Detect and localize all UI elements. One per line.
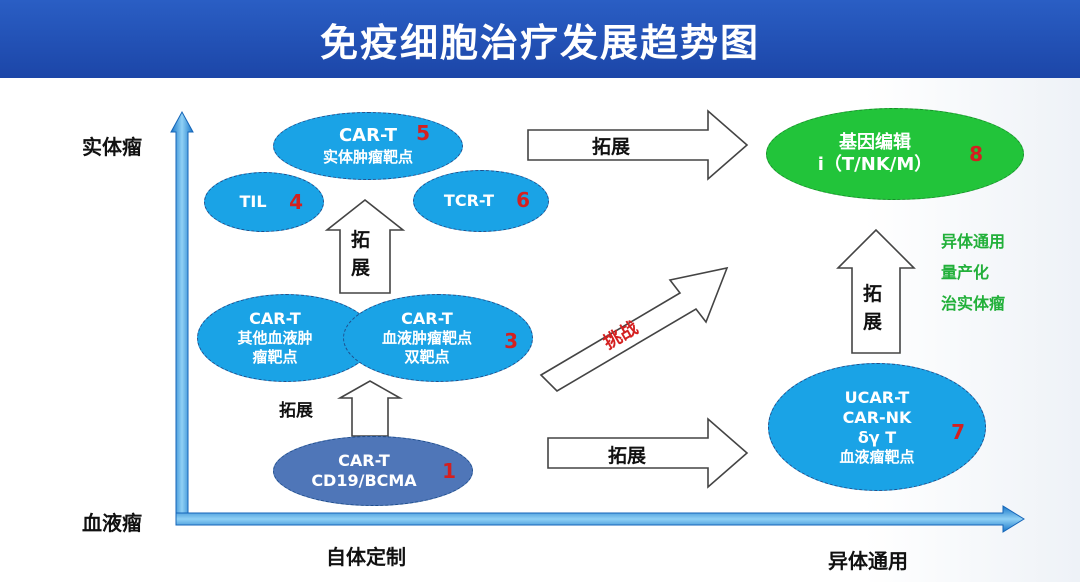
node-4-til: TIL 4 xyxy=(204,172,324,232)
node-7-line-4: 血液瘤靶点 xyxy=(839,447,915,466)
node-7-number: 7 xyxy=(951,420,965,444)
node-1-line-2: CD19/BCMA xyxy=(311,471,417,490)
node-2-line-3: 瘤靶点 xyxy=(252,348,298,366)
node-5-number: 5 xyxy=(416,121,430,145)
node-8-line-2: i（T/NK/M） xyxy=(817,154,933,175)
node-6-tcr-t: TCR-T 6 xyxy=(413,170,549,232)
arrow-4-up xyxy=(324,198,406,294)
node-2-line-2: 其他血液肿 xyxy=(237,329,313,348)
y-axis-bottom-label: 血液瘤 xyxy=(82,511,142,535)
title-bar: 免疫细胞治疗发展趋势图 xyxy=(0,0,1080,78)
node-8-number: 8 xyxy=(969,142,983,166)
arrow-4-up-label: 拓 展 xyxy=(351,226,370,282)
node-4-line-1: TIL xyxy=(239,192,267,211)
x-axis-left-label: 自体定制 xyxy=(326,545,406,569)
node-7-allogeneic: UCAR-T CAR-NK δγ T 血液瘤靶点 7 xyxy=(768,363,986,491)
node-3-car-t-dual-target: CAR-T 血液肿瘤靶点 双靶点 3 xyxy=(343,294,533,382)
arrow-1-to-7 xyxy=(547,417,749,489)
arrow-challenge xyxy=(539,266,729,393)
y-axis-top-label: 实体瘤 xyxy=(82,135,142,159)
node-1-number: 1 xyxy=(442,459,456,483)
node-8-gene-editing: 基因编辑 i（T/NK/M） 8 xyxy=(766,108,1024,200)
arrow-1-up-label: 拓展 xyxy=(279,401,313,421)
node-5-line-2: 实体肿瘤靶点 xyxy=(322,147,413,166)
node-7-line-1: UCAR-T xyxy=(844,387,910,407)
arrow-4-up-label-char-2: 展 xyxy=(351,257,371,279)
arrow-5-to-8 xyxy=(527,109,749,181)
note-line-3: 治实体瘤 xyxy=(941,294,1006,313)
page-title: 免疫细胞治疗发展趋势图 xyxy=(319,20,760,65)
node-3-line-3: 双靶点 xyxy=(404,348,450,366)
arrow-1-to-7-label: 拓展 xyxy=(608,445,647,467)
node-8-line-1: 基因编辑 xyxy=(839,131,911,153)
arrow-7-to-8-label: 拓 展 xyxy=(863,280,882,336)
x-axis-right-label: 异体通用 xyxy=(828,549,908,573)
node-5-car-t-solid: CAR-T 实体肿瘤靶点 5 xyxy=(273,112,463,180)
node-5-line-1: CAR-T xyxy=(338,125,398,147)
arrow-1-up xyxy=(336,380,404,437)
x-axis-arrow xyxy=(175,505,1025,533)
node-3-number: 3 xyxy=(504,329,518,353)
node-7-line-2: CAR-NK xyxy=(842,407,912,427)
arrow-5-to-8-label: 拓展 xyxy=(592,136,631,158)
arrow-7-to-8-label-char-2: 展 xyxy=(863,311,883,333)
node-3-line-1: CAR-T xyxy=(401,309,453,329)
y-axis-arrow xyxy=(170,110,194,526)
allogeneic-note: 异体通用 量产化 治实体瘤 xyxy=(941,226,1005,319)
note-line-1: 异体通用 xyxy=(941,232,1006,251)
node-6-line-1: TCR-T xyxy=(443,191,495,210)
arrow-7-to-8-label-char-1: 拓 xyxy=(863,283,883,305)
node-1-line-1: CAR-T xyxy=(338,451,390,470)
arrow-7-to-8 xyxy=(836,228,916,354)
node-1-car-t-cd19-bcma: CAR-T CD19/BCMA 1 xyxy=(273,436,473,506)
arrow-4-up-label-char-1: 拓 xyxy=(351,229,371,251)
node-2-line-1: CAR-T xyxy=(249,309,301,329)
node-4-number: 4 xyxy=(289,190,303,214)
node-6-number: 6 xyxy=(516,188,530,212)
node-7-line-3: δγ T xyxy=(857,427,897,447)
note-line-2: 量产化 xyxy=(941,263,990,282)
node-3-line-2: 血液肿瘤靶点 xyxy=(381,329,472,348)
